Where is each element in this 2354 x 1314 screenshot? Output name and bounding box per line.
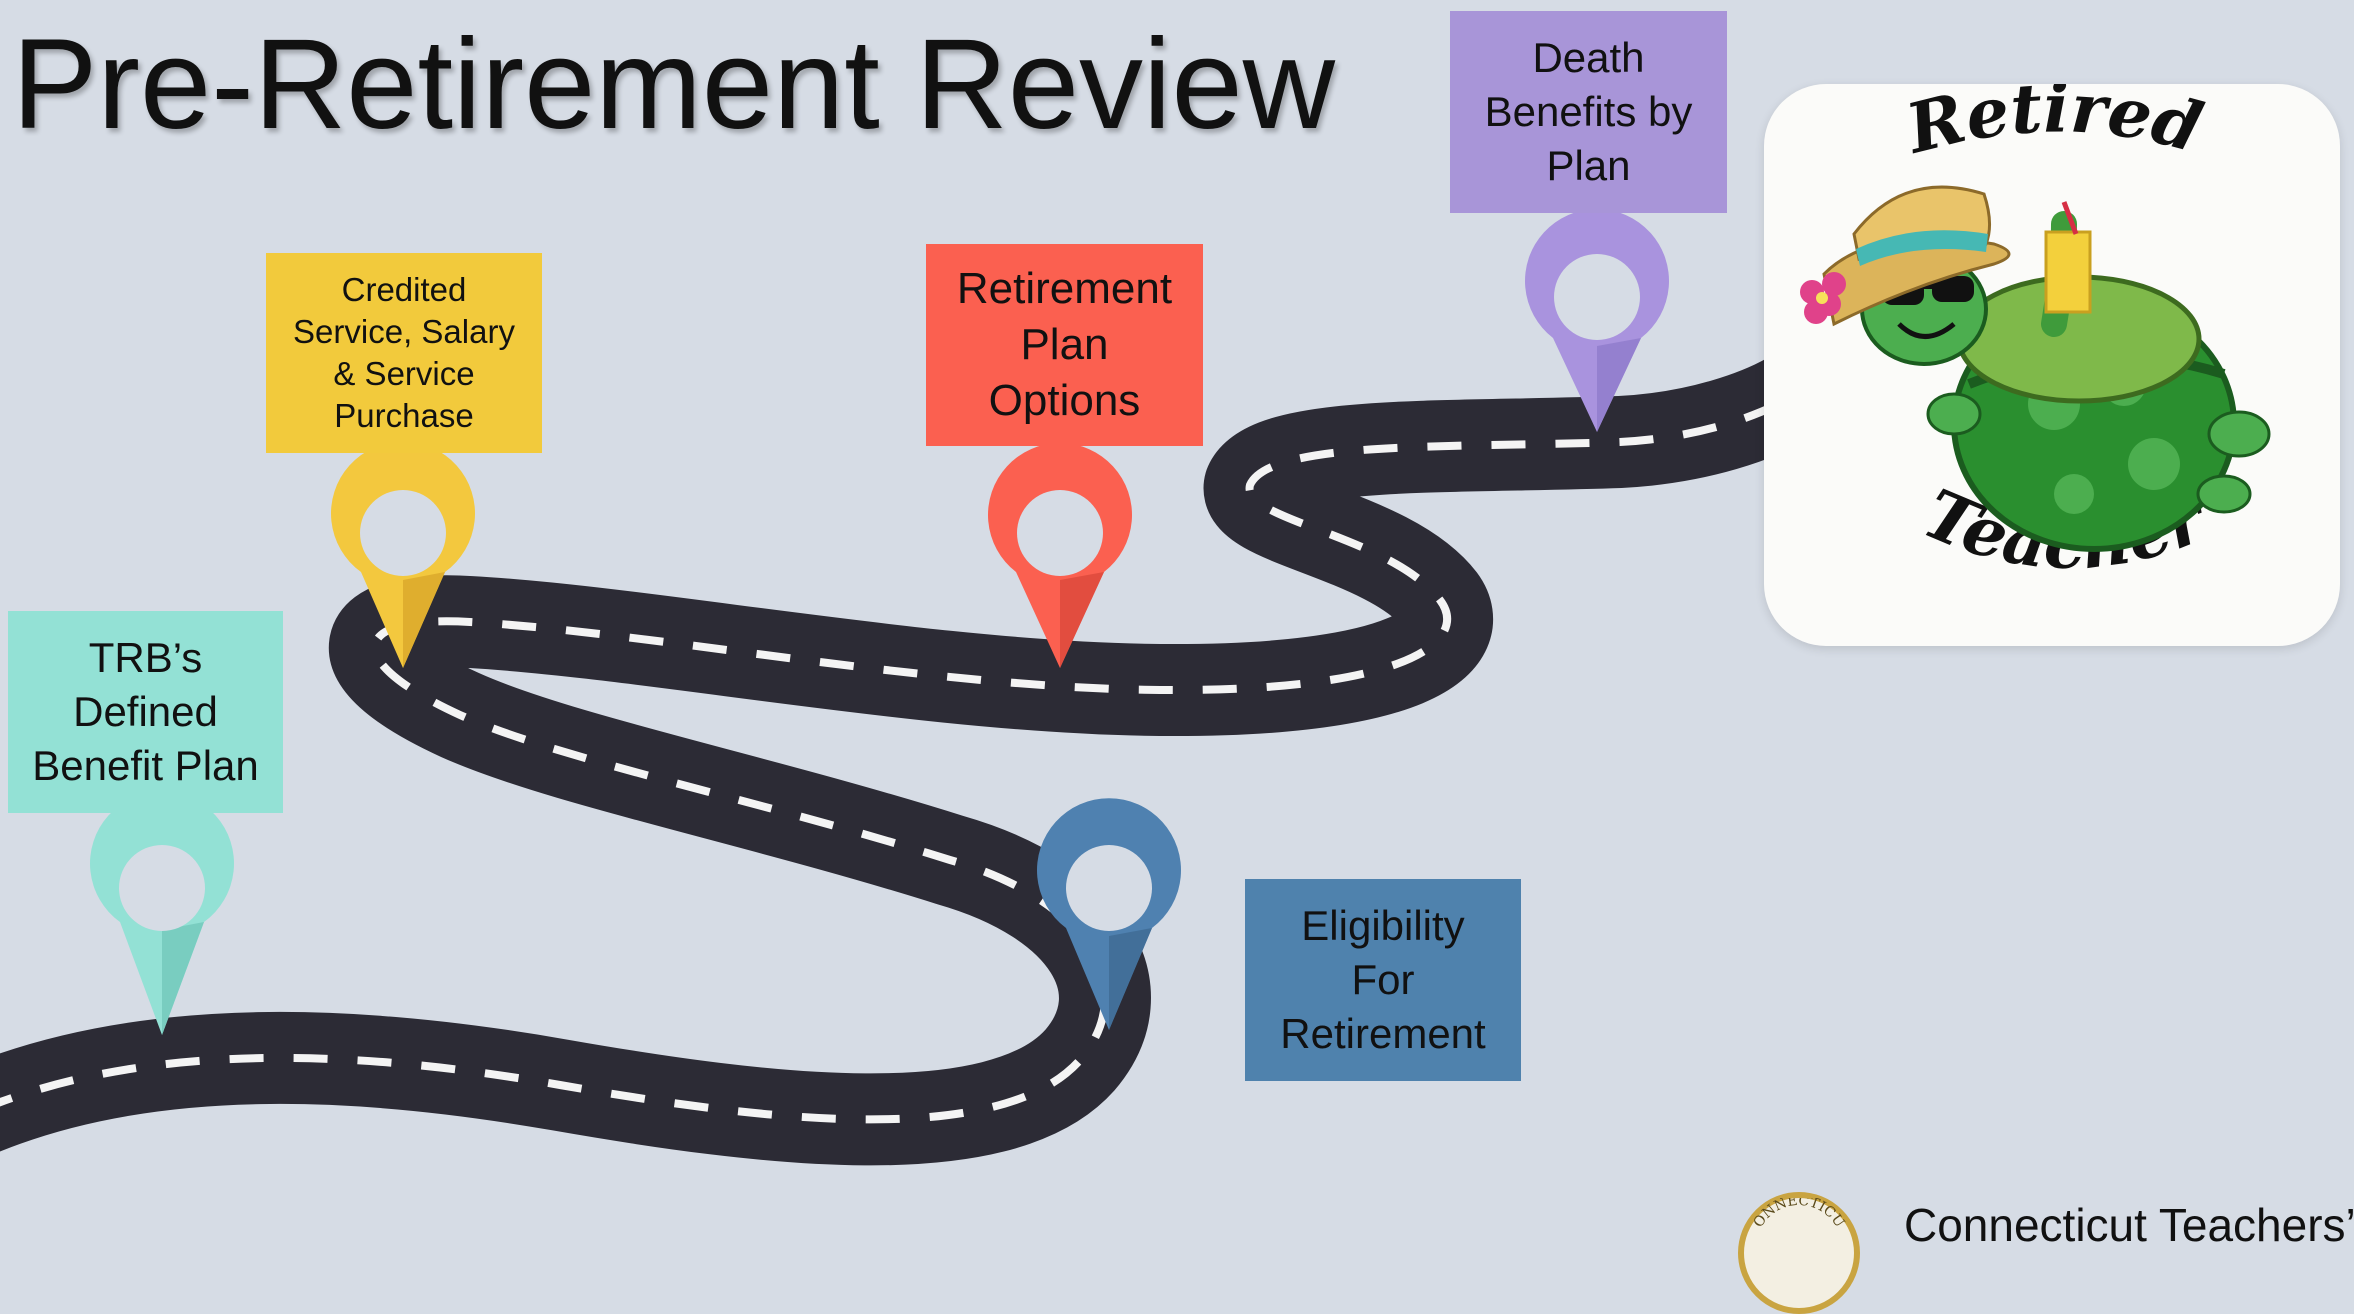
milestone-plan-options: Retirement Plan Options — [926, 244, 1203, 446]
milestone-label: Death Benefits by Plan — [1484, 34, 1693, 189]
road-diagram — [0, 209, 1836, 1166]
milestone-label: Credited Service, Salary & Service Purch… — [293, 270, 515, 435]
seal-text: ONNECTICU — [1751, 1198, 1848, 1231]
slide: Pre-Retirement Review TRB’s Defined Bene… — [0, 11, 2354, 1314]
pin-credited-service — [331, 441, 475, 668]
milestone-label: TRB’s Defined Benefit Plan — [32, 634, 259, 789]
milestone-credited-service: Credited Service, Salary & Service Purch… — [266, 253, 542, 453]
slide-title: Pre-Retirement Review — [12, 13, 1336, 156]
pin-death-benefits — [1525, 209, 1669, 432]
connecticut-seal-logo: ONNECTICU — [1738, 1192, 1860, 1314]
pin-eligibility — [1037, 798, 1181, 1030]
milestone-death-benefits: Death Benefits by Plan — [1450, 11, 1727, 213]
milestone-defined-benefit: TRB’s Defined Benefit Plan — [8, 611, 283, 813]
pin-plan-options — [988, 443, 1132, 668]
pin-defined-benefit — [90, 791, 235, 1035]
milestone-eligibility: Eligibility For Retirement — [1245, 879, 1521, 1081]
milestone-label: Retirement Plan Options — [956, 263, 1173, 426]
footer-organization-name: Connecticut Teachers’ — [1904, 1199, 2354, 1251]
milestone-label: Eligibility For Retirement — [1280, 902, 1486, 1057]
svg-text:ONNECTICU: ONNECTICU — [1751, 1198, 1848, 1231]
logo-top-text: Retired — [1897, 68, 2210, 170]
retired-teacher-logo: Retired Teacher — [1764, 68, 2340, 646]
svg-text:Retired: Retired — [1897, 84, 2210, 170]
turtle-illustration: Retired Teacher — [1800, 68, 2271, 585]
